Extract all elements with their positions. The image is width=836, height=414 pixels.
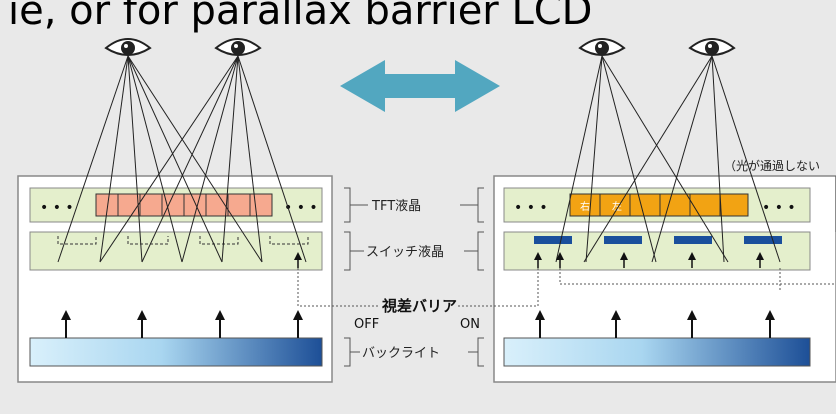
- switch-label: スイッチ液晶: [366, 245, 444, 260]
- right-tft-pixels: [569, 193, 749, 217]
- left-backlight-arrows: [61, 310, 303, 338]
- backlight-label: バックライト: [362, 346, 440, 361]
- barrier-connectors: [297, 268, 836, 307]
- left-switch-segments: [57, 236, 309, 245]
- left-switch-arrow: [294, 252, 302, 268]
- page-title: ie, or for parallax barrier LCD: [8, 0, 592, 34]
- left-sight-lines: [57, 55, 307, 263]
- off-label: OFF: [354, 317, 379, 332]
- left-backlight: [29, 337, 323, 367]
- barrier-label: 視差バリア: [381, 297, 457, 315]
- right-dots-b: • • •: [762, 200, 796, 216]
- eye-icon: [104, 38, 152, 56]
- eye-icon: [688, 38, 736, 56]
- right-sight-lines: [555, 55, 781, 263]
- right-backlight-arrows: [535, 310, 775, 338]
- eye-icon: [578, 38, 626, 56]
- blocked-note: （光が通過しない: [724, 158, 820, 173]
- tft-label: TFT液晶: [371, 199, 421, 214]
- right-barrier-blocks: [534, 236, 782, 244]
- eye-icon: [214, 38, 262, 56]
- on-label: ON: [460, 317, 480, 332]
- right-backlight: [503, 337, 811, 367]
- left-dots-a: • • •: [40, 200, 74, 216]
- left-dots-b: • • •: [284, 200, 318, 216]
- right-switch-arrows: [534, 252, 764, 268]
- right-dots-a: • • •: [514, 200, 548, 216]
- double-arrow-icon: [340, 60, 500, 112]
- center-brackets: [344, 187, 484, 367]
- left-tft-pixels: [95, 193, 273, 217]
